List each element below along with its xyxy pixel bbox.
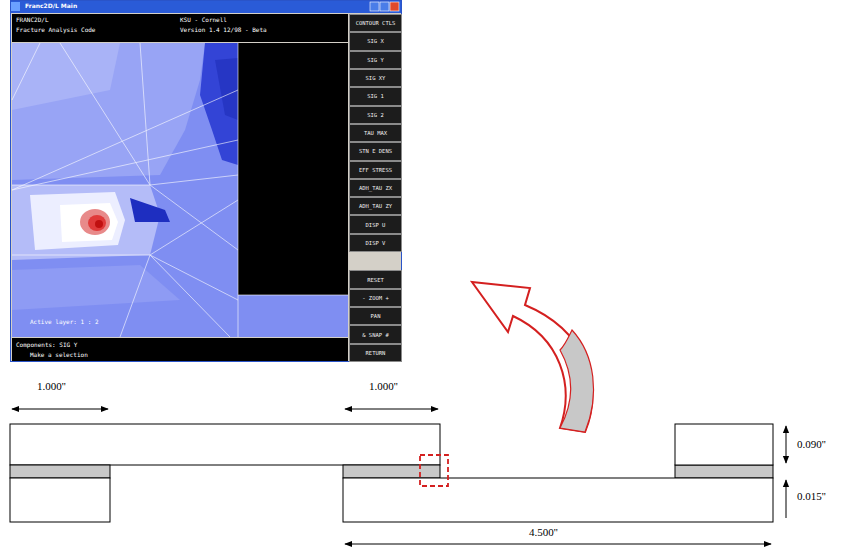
software-window	[10, 0, 402, 362]
zoom-arrow	[472, 282, 594, 432]
button-label: PAN	[371, 313, 381, 319]
menu-button: DISP V	[349, 234, 402, 252]
title-bar	[10, 0, 402, 13]
menu-button: & SNAP #	[349, 325, 402, 343]
menu-button: SIG X	[349, 32, 402, 50]
menu-button: SIG Y	[349, 51, 402, 69]
version: Version 1.4 12/98 - Beta	[180, 26, 267, 33]
layer-indicator: Active layer: 1 : 2	[30, 318, 99, 325]
button-label: SIG 1	[367, 93, 384, 99]
menu-button: SIG XY	[349, 69, 402, 87]
lower-block	[10, 478, 110, 522]
menu-button: CONTOUR CTLS	[349, 14, 402, 32]
adhesive-layer	[343, 465, 440, 478]
header-bar	[12, 14, 348, 42]
menu-button: EFF STRESS	[349, 161, 402, 179]
button-label: SIG X	[367, 38, 384, 44]
button-label: ADH_TAU ZY	[359, 203, 392, 209]
status-bar	[12, 338, 348, 361]
menu-button: - ZOOM +	[349, 289, 402, 307]
button-label: DISP U	[366, 222, 386, 228]
menu-button: TAU MAX	[349, 124, 402, 142]
dimension: 1.000''	[368, 380, 399, 392]
button-label: STN E DENS	[359, 148, 392, 154]
upper-block	[675, 424, 773, 465]
menu-button: RESET	[349, 270, 402, 288]
program-subtitle: Fracture Analysis Code	[16, 26, 95, 33]
window-title: Franc2D/L Main	[25, 2, 77, 9]
status-prompt: Make a selection	[30, 351, 88, 358]
menu-button: RETURN	[349, 344, 402, 362]
menu-button: ADH_TAU ZX	[349, 179, 402, 197]
menu-button: DISP U	[349, 215, 402, 233]
menu-button: SIG 1	[349, 87, 402, 105]
menu-button: ADH_TAU ZY	[349, 197, 402, 215]
dimension: 0.090''	[796, 438, 827, 450]
dimension: 4.500''	[528, 526, 559, 538]
button-label: CONTOUR CTLS	[356, 20, 396, 26]
dimension-lines	[12, 409, 786, 544]
button-label: RETURN	[366, 350, 386, 356]
adhesive-layer	[10, 465, 110, 478]
adhesive-layer	[675, 465, 773, 478]
detail-box	[420, 455, 448, 486]
dimension: 1.000''	[36, 380, 67, 392]
institution: KSU - Cornell	[180, 16, 227, 23]
button-label: RESET	[367, 277, 384, 283]
button-label: SIG Y	[367, 57, 384, 63]
button-label: SIG XY	[366, 75, 386, 81]
joint-drawing	[10, 424, 773, 522]
button-label: SIG 2	[367, 112, 384, 118]
software-window: Franc2D/L MainCONTOUR CTLS SIG X SIG Y SIG …	[10, 0, 402, 362]
bottom-adherend	[343, 478, 773, 522]
button-label: & SNAP #	[362, 332, 389, 338]
button-label: EFF STRESS	[359, 167, 392, 173]
contour-plot	[12, 43, 348, 337]
button-label: ADH_TAU ZX	[359, 185, 392, 191]
menu-button: STN E DENS	[349, 142, 402, 160]
top-adherend	[10, 424, 440, 465]
menu-button: SIG 2	[349, 106, 402, 124]
button-label: DISP V	[366, 240, 386, 246]
button-label: - ZOOM +	[362, 295, 389, 301]
program-name: FRANC2D/L	[16, 16, 49, 23]
button-label: TAU MAX	[364, 130, 387, 136]
dimension: 0.015''	[796, 490, 827, 502]
status-line: Components: SIG Y	[16, 341, 77, 348]
menu-button: PAN	[349, 307, 402, 325]
